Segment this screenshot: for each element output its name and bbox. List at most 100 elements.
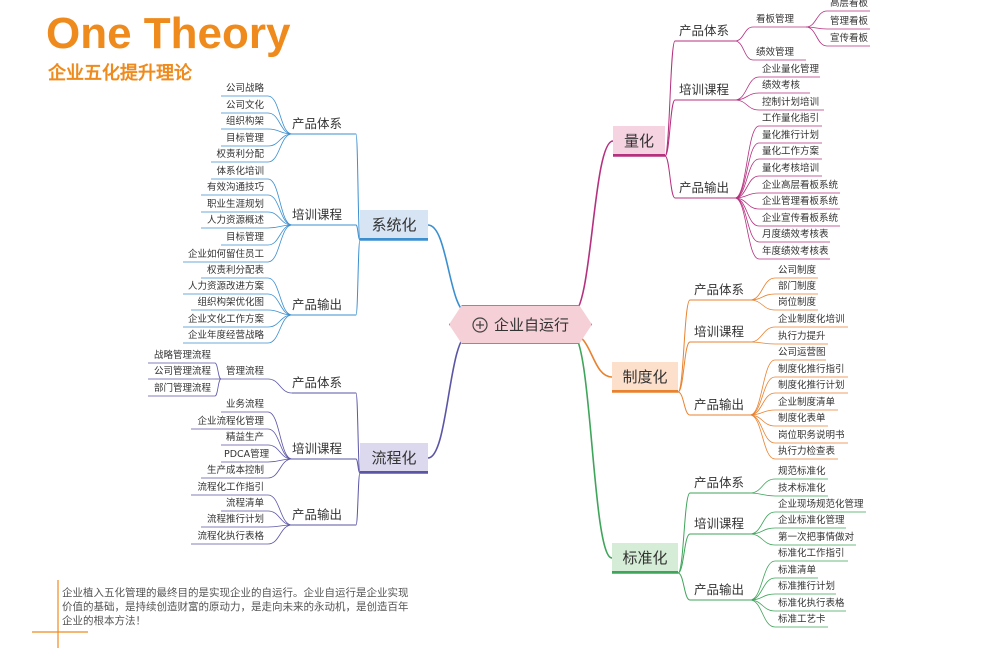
leaf-item[interactable]: 业务流程: [225, 399, 264, 410]
leaf-item[interactable]: 精益生产: [225, 432, 264, 443]
leaf-item[interactable]: 量化考核培训: [762, 163, 820, 174]
leaf-item[interactable]: 年度绩效考核表: [762, 246, 829, 257]
connector-line: [267, 378, 293, 394]
connector-line: [805, 10, 828, 28]
connector-line: [734, 142, 760, 199]
group-label[interactable]: 产品体系: [679, 23, 730, 38]
leaf-item[interactable]: 工作量化指引: [762, 113, 820, 124]
leaf-item[interactable]: 公司运营图: [778, 347, 826, 358]
leaf-item[interactable]: 权责利分配表: [206, 265, 264, 276]
sub-leaf-item[interactable]: 管理看板: [830, 16, 869, 27]
branch-node-biaozhunhua[interactable]: 标准化: [612, 543, 678, 573]
sub-leaf-item[interactable]: 部门管理流程: [153, 383, 211, 394]
group-label[interactable]: 产品体系: [694, 282, 745, 297]
group-label[interactable]: 产品输出: [292, 507, 343, 522]
leaf-item[interactable]: 绩效考核: [762, 80, 801, 91]
group-label[interactable]: 产品体系: [292, 375, 343, 390]
group-label[interactable]: 产品输出: [292, 297, 343, 312]
branch-node-zhiduhua[interactable]: 制度化: [612, 362, 678, 392]
leaf-item[interactable]: 看板管理: [756, 14, 795, 25]
group-label[interactable]: 产品输出: [694, 582, 745, 597]
leaf-item[interactable]: 企业年度经营战略: [187, 330, 264, 341]
summary-note-line: 企业植入五化管理的最终目的是实现企业的自运行。企业自运行是企业实现: [62, 587, 409, 599]
leaf-item[interactable]: 岗位职务说明书: [778, 430, 845, 441]
leaf-item[interactable]: 标准工艺卡: [778, 614, 826, 625]
group-label[interactable]: 培训课程: [694, 516, 745, 531]
group-label[interactable]: 培训课程: [694, 324, 745, 339]
leaf-item[interactable]: 执行力提升: [778, 331, 826, 342]
group-label[interactable]: 培训课程: [292, 441, 343, 456]
leaf-item[interactable]: 执行力检查表: [778, 446, 836, 457]
leaf-item[interactable]: 绩效管理: [756, 47, 795, 58]
connector-line: [734, 175, 760, 199]
sub-leaf-item[interactable]: 宣传看板: [830, 33, 869, 44]
group-label[interactable]: 培训课程: [679, 82, 730, 97]
connector-line: [267, 314, 293, 328]
leaf-item[interactable]: 企业量化管理: [762, 64, 820, 75]
leaf-item[interactable]: 企业管理看板系统: [762, 196, 839, 207]
leaf-item[interactable]: 标准化执行表格: [778, 598, 845, 609]
leaf-item[interactable]: 人力资源概述: [206, 215, 264, 226]
leaf-item[interactable]: 技术标准化: [778, 483, 826, 494]
sub-leaf-item[interactable]: 高层看板: [830, 0, 869, 9]
leaf-item[interactable]: 企业流程化管理: [197, 416, 264, 427]
leaf-item[interactable]: 企业标准化管理: [778, 515, 845, 526]
branch-node-liuchenghua[interactable]: 流程化: [360, 443, 428, 473]
leaf-item[interactable]: PDCA管理: [224, 449, 270, 460]
leaf-item[interactable]: 流程化执行表格: [197, 531, 264, 542]
leaf-item[interactable]: 权责利分配: [216, 149, 264, 160]
group-label[interactable]: 产品输出: [679, 180, 730, 195]
leaf-item[interactable]: 第一次把事情做对: [778, 532, 855, 543]
branch-node-lianghua[interactable]: 量化: [613, 126, 665, 156]
leaf-item[interactable]: 部门制度: [778, 281, 817, 292]
leaf-item[interactable]: 月度绩效考核表: [762, 229, 829, 240]
leaf-item[interactable]: 组织构架优化图: [197, 297, 264, 308]
leaf-item[interactable]: 流程清单: [225, 498, 264, 509]
connector-line: [749, 560, 776, 601]
branch-node-xitonghua[interactable]: 系统化: [360, 210, 428, 240]
leaf-item[interactable]: 标准化工作指引: [778, 548, 845, 559]
leaf-item[interactable]: 企业高层看板系统: [762, 180, 839, 191]
connector-line: [734, 192, 760, 199]
leaf-item[interactable]: 制度化推行计划: [778, 380, 845, 391]
leaf-item[interactable]: 公司文化: [225, 100, 264, 111]
leaf-item[interactable]: 企业如何留住员工: [187, 249, 264, 260]
leaf-item[interactable]: 公司战略: [225, 83, 264, 94]
leaf-item[interactable]: 职业生涯规划: [206, 199, 264, 210]
leaf-item[interactable]: 量化推行计划: [762, 130, 820, 141]
leaf-item[interactable]: 企业现场规范化管理: [778, 499, 864, 510]
leaf-item[interactable]: 岗位制度: [778, 297, 817, 308]
leaf-item[interactable]: 企业文化工作方案: [187, 314, 264, 325]
leaf-item[interactable]: 流程推行计划: [206, 514, 264, 525]
connector-line: [427, 224, 470, 315]
leaf-item[interactable]: 制度化推行指引: [778, 364, 845, 375]
leaf-item[interactable]: 企业制度化培训: [778, 314, 845, 325]
leaf-item[interactable]: 流程化工作指引: [197, 482, 264, 493]
leaf-item[interactable]: 标准清单: [778, 565, 817, 576]
leaf-item[interactable]: 管理流程: [225, 366, 264, 377]
leaf-item[interactable]: 组织构架: [225, 116, 264, 127]
leaf-item[interactable]: 体系化培训: [216, 166, 264, 177]
leaf-item[interactable]: 目标管理: [225, 133, 264, 144]
connector-line: [267, 224, 293, 263]
leaf-item[interactable]: 有效沟通技巧: [206, 182, 264, 193]
sub-leaf-item[interactable]: 战略管理流程: [153, 350, 211, 361]
leaf-item[interactable]: 规范标准化: [778, 466, 826, 477]
group-label[interactable]: 产品输出: [694, 397, 745, 412]
leaf-item[interactable]: 量化工作方案: [762, 146, 820, 157]
leaf-item[interactable]: 企业宣传看板系统: [762, 213, 839, 224]
leaf-item[interactable]: 标准推行计划: [778, 581, 836, 592]
connector-line: [805, 26, 828, 47]
leaf-item[interactable]: 公司制度: [778, 265, 817, 276]
leaf-item[interactable]: 制度化表单: [778, 413, 826, 424]
leaf-item[interactable]: 目标管理: [225, 232, 264, 243]
group-label[interactable]: 产品体系: [292, 116, 343, 131]
group-label[interactable]: 培训课程: [292, 207, 343, 222]
leaf-item[interactable]: 生产成本控制: [206, 465, 264, 476]
leaf-item[interactable]: 人力资源改进方案: [187, 281, 264, 292]
group-label[interactable]: 产品体系: [694, 475, 745, 490]
leaf-item[interactable]: 企业制度清单: [778, 397, 836, 408]
leaf-item[interactable]: 控制计划培训: [762, 97, 820, 108]
sub-leaf-item[interactable]: 公司管理流程: [153, 366, 211, 377]
central-node[interactable]: 企业自运行: [449, 305, 592, 344]
